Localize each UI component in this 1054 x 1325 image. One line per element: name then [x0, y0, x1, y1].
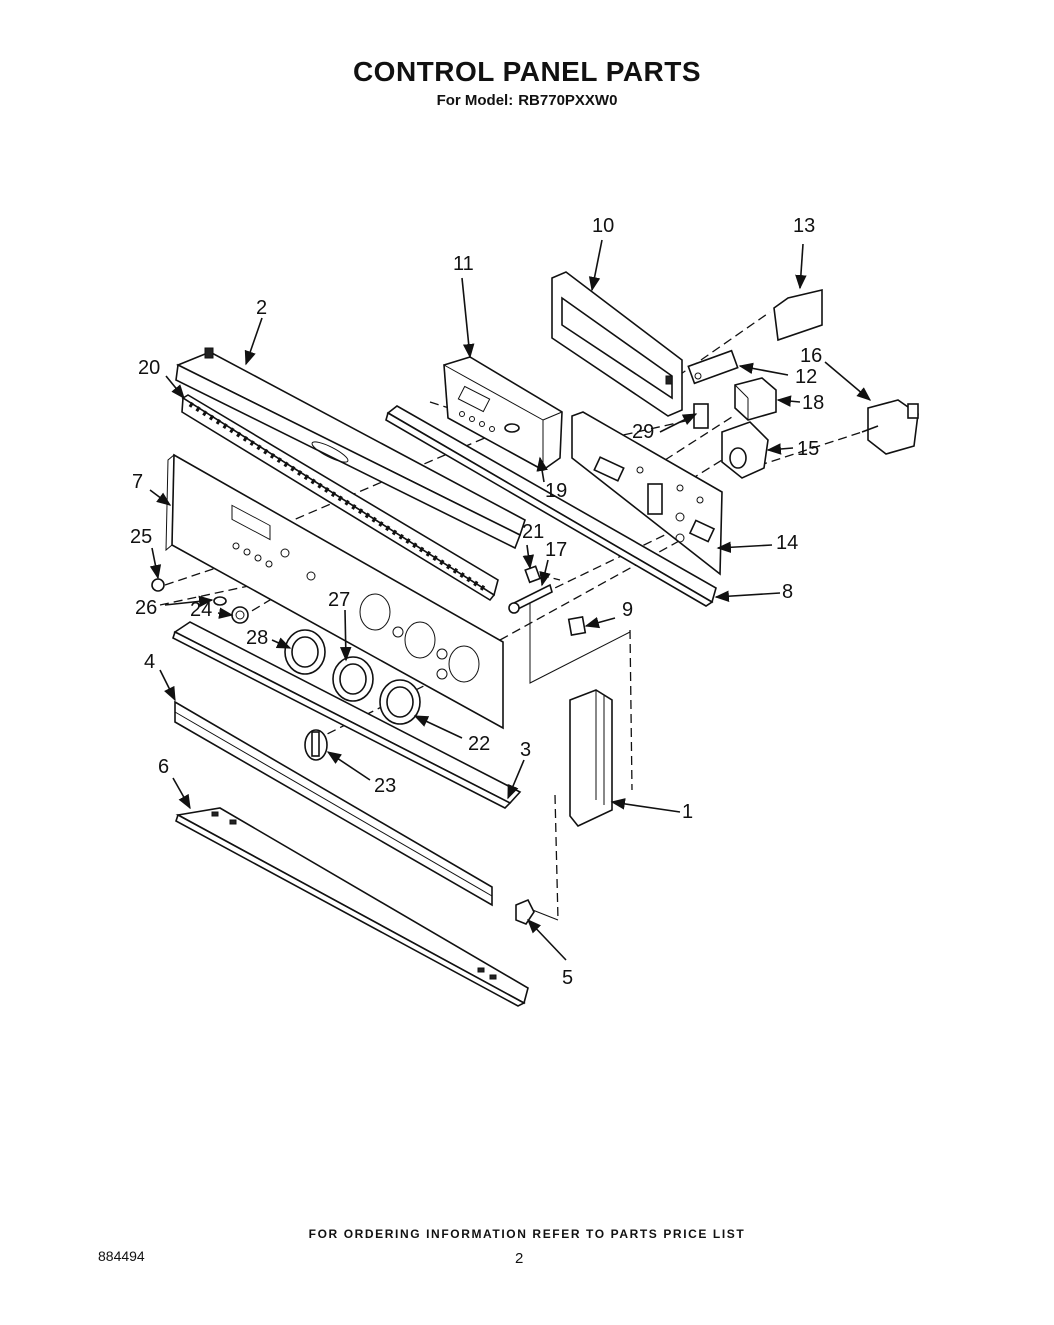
part-8-rail [385, 405, 717, 607]
callout-22: 22 [468, 733, 490, 755]
callout-16: 16 [800, 345, 822, 367]
model-line: For Model:RB770PXXW0 [0, 92, 1054, 109]
callout-23: 23 [374, 775, 396, 797]
part-4-bottom-trim [174, 700, 493, 907]
part-9-clip [567, 615, 587, 637]
callout-15: 15 [797, 438, 819, 460]
model-number: RB770PXXW0 [518, 92, 618, 109]
callout-4: 4 [144, 651, 155, 673]
callout-25: 25 [130, 526, 152, 548]
callout-17: 17 [545, 539, 567, 561]
callout-24: 24 [190, 599, 212, 621]
part-5-clip [515, 898, 535, 925]
part-18-relay [734, 377, 777, 421]
callout-26: 26 [135, 597, 157, 619]
bracket-outline [529, 600, 631, 684]
callout-12: 12 [795, 366, 817, 388]
callout-19: 19 [545, 480, 567, 502]
part-1-side-bracket [569, 689, 613, 827]
callout-numbers: 2 20 7 25 26 24 28 27 4 6 22 23 3 5 1 8 … [130, 215, 824, 989]
part-13-cover [773, 288, 823, 342]
part-14-back-panel [571, 411, 723, 576]
callout-28: 28 [246, 627, 268, 649]
part-16-switch-assembly [861, 399, 919, 455]
model-label: For Model: [436, 92, 514, 109]
callout-20: 20 [138, 357, 160, 379]
page-number: 2 [515, 1250, 524, 1267]
document-number: 884494 [98, 1248, 145, 1264]
callout-13: 13 [793, 215, 815, 237]
part-7-control-panel [165, 453, 504, 730]
part-12-switch [687, 349, 739, 385]
callout-3: 3 [520, 739, 531, 761]
callout-14: 14 [776, 532, 798, 554]
part-29-bracket [693, 403, 709, 429]
part-15-thermostat [721, 421, 769, 479]
callout-2: 2 [256, 297, 267, 319]
clip-21 [524, 565, 542, 584]
ordering-note: FOR ORDERING INFORMATION REFER TO PARTS … [308, 1227, 746, 1241]
callout-6: 6 [158, 756, 169, 778]
spacer-26 [213, 596, 227, 606]
callout-11: 11 [453, 253, 474, 275]
shaft-17 [508, 583, 553, 614]
callout-29: 29 [632, 421, 654, 443]
callout-7: 7 [132, 471, 143, 493]
page-title: CONTROL PANEL PARTS [352, 56, 702, 87]
knob-ring-28 [284, 629, 326, 675]
part-6-mounting-bracket [175, 807, 529, 1007]
callout-10: 10 [592, 215, 614, 237]
callout-5: 5 [562, 967, 573, 989]
callout-9: 9 [622, 599, 633, 621]
screw-25 [151, 578, 165, 592]
knob-ring-22 [379, 679, 421, 725]
part-10-bezel-frame [551, 271, 683, 417]
part-11-timer-module [443, 356, 563, 471]
selector-knob-23 [304, 729, 328, 761]
knob-ring-27 [332, 656, 374, 702]
knob-24 [231, 606, 249, 624]
callout-8: 8 [782, 581, 793, 603]
callout-18: 18 [802, 392, 824, 414]
part-3-lower-trim [172, 621, 522, 809]
part-2-top-trim [175, 347, 526, 550]
part-20-slotted-strip [181, 394, 499, 602]
callout-27: 27 [328, 589, 350, 611]
leader-lines [149, 239, 872, 961]
callout-21: 21 [522, 521, 544, 543]
callout-1: 1 [682, 801, 693, 823]
